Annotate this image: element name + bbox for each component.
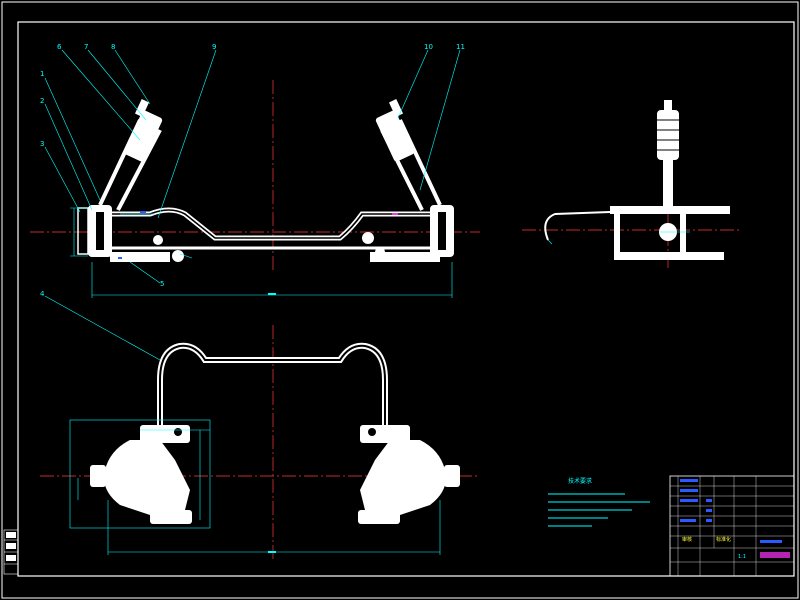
balloon-1: 1 (40, 70, 44, 78)
front-view-leaders (44, 49, 461, 284)
top-right-knuckle-assembly (358, 425, 460, 524)
stabilizer-bar-top (157, 342, 388, 430)
right-shock-absorber (375, 110, 415, 162)
title-block-review: 审核 (682, 536, 692, 543)
balloon-7: 7 (84, 43, 88, 51)
side-shock-absorber (657, 110, 679, 160)
title-block: 审核 标准化 1:1 (669, 475, 795, 577)
front-view-balloons: 1 2 3 6 7 8 9 5 10 11 (40, 43, 465, 288)
balloon-6: 6 (57, 43, 62, 51)
title-block-scale: 1:1 (738, 554, 746, 560)
balloon-5: 5 (160, 280, 164, 288)
technical-notes: 技术要求 (548, 477, 650, 527)
title-block-standardization: 标准化 (716, 536, 731, 543)
balloon-10: 10 (424, 43, 433, 51)
sheet-inner-border (17, 21, 795, 577)
front-view: 1 2 3 6 7 8 9 5 10 11 (30, 43, 480, 298)
binding-strip (3, 529, 19, 575)
balloon-3: 3 (40, 140, 44, 148)
technical-notes-title: 技术要求 (568, 477, 592, 485)
balloon-11: 11 (456, 43, 465, 51)
balloon-4: 4 (40, 290, 45, 298)
balloon-9: 9 (212, 43, 216, 51)
side-view (522, 100, 740, 270)
left-shock-absorber (123, 110, 163, 162)
balloon-8: 8 (111, 43, 115, 51)
top-view: 4 (40, 290, 480, 560)
side-stabilizer-bar (544, 211, 690, 241)
balloon-2: 2 (40, 97, 44, 105)
top-left-knuckle-assembly (90, 425, 192, 524)
